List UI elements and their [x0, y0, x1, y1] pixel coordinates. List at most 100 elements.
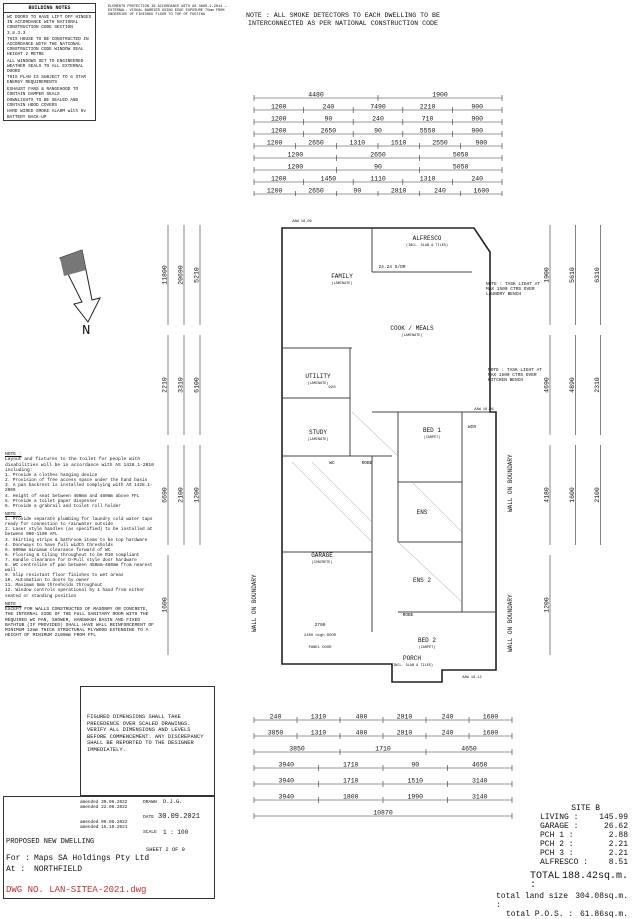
dimension-value: 5050 — [453, 164, 469, 171]
note2-item: 8. WC centreline of pan between 450mm-46… — [5, 562, 153, 574]
note2-item: 2. Laser style handles (as specified) to… — [5, 527, 153, 538]
building-note-item: EXHAUST FANS & RANGEHOOD TO CONTAIN DAMP… — [7, 86, 79, 97]
amended-entry: amended 22.06.2022 — [80, 805, 128, 810]
area-value: 2.21 — [608, 840, 628, 849]
note2-item: 1. Provide separate plumbing for laundry… — [5, 517, 153, 528]
room-robe-2: ROBE — [403, 612, 414, 618]
hatch-zone — [291, 411, 463, 603]
dimension-value: 1710 — [343, 762, 359, 769]
dimension-value: 1900 — [432, 92, 448, 99]
note2-list: 1. Provide separate plumbing for laundry… — [5, 517, 155, 599]
dimension-value: 2310 — [594, 377, 601, 393]
dimension-value: 2810 — [397, 714, 413, 721]
dimension-value: 4690 — [544, 377, 551, 393]
note1-item: 6. Provide a grabrail and toilet roll ho… — [5, 503, 121, 509]
dimension-value: 1310 — [311, 730, 327, 737]
wall-on-boundary-right-1: WALL ON BOUNDARY — [507, 454, 514, 512]
building-note-item: THIS HOUSE TO BE CONSTRUCTED IN ACCORDAN… — [7, 36, 89, 58]
room-cook-floor: (LAMINATE) — [401, 333, 422, 338]
dimension-value: 1800 — [343, 794, 359, 801]
note2-item: 7. Handle clearance for D-Pull style doo… — [5, 557, 137, 563]
room-utility-floor: (LAMINATE) — [307, 381, 328, 386]
at-label: At : — [6, 865, 26, 874]
dimension-value: 2210 — [420, 104, 436, 111]
dimension-value: 6310 — [594, 267, 601, 283]
building-notes-title: BUILDING NOTES — [4, 4, 95, 13]
room-bed1: BED 1 — [423, 427, 441, 434]
area-label: LIVING : — [540, 813, 579, 822]
note2-item: 11. Maximum 5mm thresholds throughout — [5, 583, 103, 589]
north-arrow-icon: N — [82, 323, 90, 339]
room-ens2: ENS 2 — [413, 577, 431, 584]
dimension-value: 4480 — [308, 92, 324, 99]
area-label: PCH 1 : — [540, 831, 574, 840]
pos-size: total P.O.S. :61.86sq.m. — [506, 910, 628, 919]
dimension-value: 90 — [324, 116, 332, 123]
aaw-18-09: AAW 18.09 — [292, 220, 311, 224]
note2-title: NOTE : — [5, 511, 22, 517]
room-bed2-floor: (CARPET) — [419, 645, 436, 650]
dimension-value: 240 — [434, 188, 446, 195]
building-notes-box: BUILDING NOTES WC DOORS TO HAVE LIFT OFF… — [3, 3, 96, 121]
dimension-value: 1990 — [407, 794, 423, 801]
building-note-item: THIS PLAN IS SUBJECT TO 6 STAR ENERGY RE… — [7, 75, 87, 86]
dimension-value: 90 — [374, 128, 382, 135]
room-alfresco-sub: (INCL. SLAB & TILES) — [406, 243, 448, 248]
sliding-door-label: 24.24 S/DR — [378, 264, 405, 270]
room-bed1-floor: (CARPET) — [424, 435, 441, 440]
smoke-detector-note: NOTE : ALL SMOKE DETECTORS TO EACH DWELL… — [246, 12, 440, 27]
dimension-value: 900 — [471, 116, 483, 123]
dimension-value: 1710 — [375, 746, 391, 753]
room-ens: ENS — [417, 509, 428, 516]
area-row: PCH 2 :2.21 — [540, 840, 628, 849]
dimension-value: 1200 — [271, 116, 287, 123]
wall-on-boundary-left: WALL ON BOUNDARY — [251, 574, 258, 632]
dimension-value: 2650 — [308, 140, 324, 147]
date-value: 30.09.2021 — [158, 813, 201, 821]
north-arrow: N — [59, 249, 101, 339]
aaw-18-06: AAW 18.06 — [474, 408, 493, 412]
area-row: PCH 1 :2.88 — [540, 831, 628, 840]
for-label: For : — [6, 854, 31, 863]
dimension-value: 2810 — [391, 188, 407, 195]
room-garage-floor: (CONCRETE) — [311, 560, 332, 565]
dimension-value: 2100 — [178, 487, 185, 503]
termite-note: ELEMENTS PROTECTION IN ACCORDANCE WITH A… — [108, 5, 227, 18]
dimension-value: 6690 — [162, 487, 169, 503]
dimension-value: 240 — [442, 730, 454, 737]
project-title: PROPOSED NEW DWELLING — [6, 838, 95, 846]
window-920-a: 920 — [328, 386, 336, 390]
note3-text: EXCEPT FOR WALLS CONSTRUCTED OF MASONRY … — [5, 606, 157, 639]
room-alfresco: ALFRESCO — [413, 235, 442, 242]
dimension-value: 1200 — [544, 597, 551, 613]
dimension-value: 5210 — [194, 267, 201, 283]
dimension-value: 20690 — [178, 265, 185, 285]
dimension-value: 240 — [471, 176, 483, 183]
room-bed2: BED 2 — [418, 637, 436, 644]
dimension-value: 1200 — [271, 104, 287, 111]
note2-item: 4. Doorways to have full width threshold… — [5, 542, 114, 548]
dimension-value: 400 — [356, 730, 368, 737]
outer-walls — [281, 227, 497, 683]
dimension-value: 240 — [323, 104, 335, 111]
garage-width: 2700 — [315, 622, 326, 628]
dimension-value: 4180 — [544, 487, 551, 503]
dimension-value: 710 — [422, 116, 434, 123]
dimension-value: 1110 — [370, 176, 386, 183]
area-value: 2.21 — [608, 849, 628, 858]
note2-item: 6. Flooring & tiling throughout to be R1… — [5, 552, 140, 558]
dimension-value: 1310 — [420, 176, 436, 183]
dimension-value: 1600 — [483, 730, 499, 737]
area-label: GARAGE : — [540, 822, 579, 831]
dimension-value: 1510 — [391, 140, 407, 147]
drawing-number: DWG NO. LAN-SITEA-2021.dwg — [6, 885, 147, 895]
room-family-floor: (LAMINATE) — [331, 281, 352, 286]
note2-item: 5. 800mm minimum clearance forward of WC — [5, 547, 111, 553]
dimension-value: 1510 — [407, 778, 423, 785]
room-study: STUDY — [309, 429, 327, 436]
dimension-value: 2100 — [594, 487, 601, 503]
dimension-value: 5050 — [453, 152, 469, 159]
note2-item: 12. Window controls operational by 1 han… — [5, 588, 145, 599]
area-label: PCH 3 : — [540, 849, 574, 858]
